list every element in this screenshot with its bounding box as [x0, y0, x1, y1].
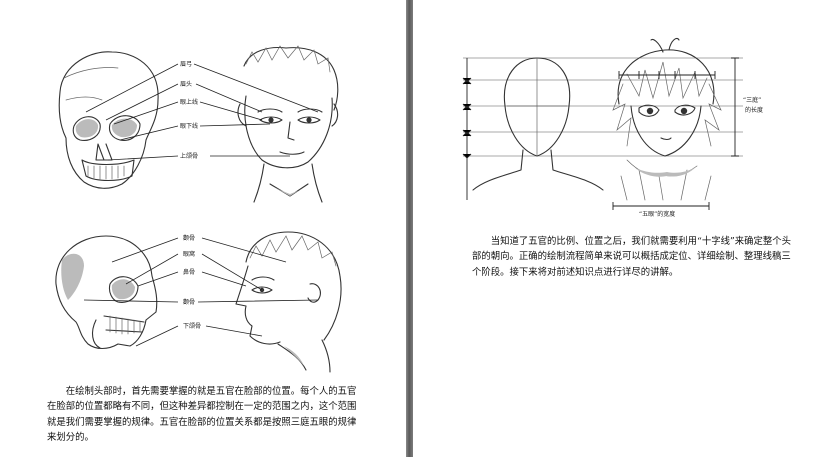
- skull-face-illustration: 眉弓 眉头 眼上线 眼下线 上颌骨 颧骨 眼窝 鼻骨 颧骨 下颌骨: [55, 45, 342, 373]
- front-face-drawing: [237, 45, 339, 203]
- five-eye-width-dimension: [612, 202, 710, 210]
- label-maxilla: 上颌骨: [180, 152, 198, 160]
- label-lower-eye-line: 眼下线: [180, 122, 198, 130]
- book-gutter: [406, 0, 413, 457]
- anime-character-drawing: [612, 37, 722, 201]
- right-paragraph: 当知道了五官的比例、位置之后，我们就需要利用“十字线”来确定整个头部的朝向。正确…: [472, 236, 792, 278]
- label-zygomatic-1: 颧骨: [183, 234, 195, 242]
- five-eye-top-ticks: [618, 71, 716, 79]
- head-length-dimension: [731, 57, 739, 157]
- left-page: 眉弓 眉头 眼上线 眼下线 上颌骨 颧骨 眼窝 鼻骨 颧骨 下颌骨 在绘制头部时…: [0, 0, 406, 457]
- label-eye-socket: 眼窝: [183, 250, 195, 258]
- label-brow-head: 眉头: [180, 80, 192, 88]
- right-page: “三庭” 的长度 “五眼”的宽度 当知道了五官的比例、位置之后，我们就需要利用“…: [413, 0, 818, 457]
- label-upper-eye-line: 眼上线: [180, 98, 198, 106]
- front-skull-drawing: [58, 51, 159, 189]
- label-zygomatic-2: 颧骨: [183, 298, 195, 306]
- label-mandible: 下颌骨: [183, 322, 201, 330]
- front-pointer-lines: [85, 63, 319, 161]
- label-five-eyes-width: “五眼”的宽度: [639, 210, 675, 218]
- side-face-drawing: [235, 231, 342, 373]
- left-paragraph: 在绘制头部时，首先需要掌握的就是五官在脸部的位置。每个人的五官在脸部的位置都略有…: [47, 386, 357, 444]
- label-nasal-bone: 鼻骨: [183, 268, 195, 276]
- label-head-length: 的长度: [745, 106, 763, 114]
- label-brow-ridge: 眉弓: [180, 61, 192, 68]
- side-skull-drawing: [55, 235, 158, 350]
- blank-head-drawing: [472, 57, 604, 191]
- side-pointer-lines: [83, 237, 319, 347]
- proportion-illustration: “三庭” 的长度 “五眼”的宽度: [462, 37, 763, 218]
- label-three-court: “三庭”: [743, 96, 761, 104]
- left-dimension-marks: [462, 58, 472, 200]
